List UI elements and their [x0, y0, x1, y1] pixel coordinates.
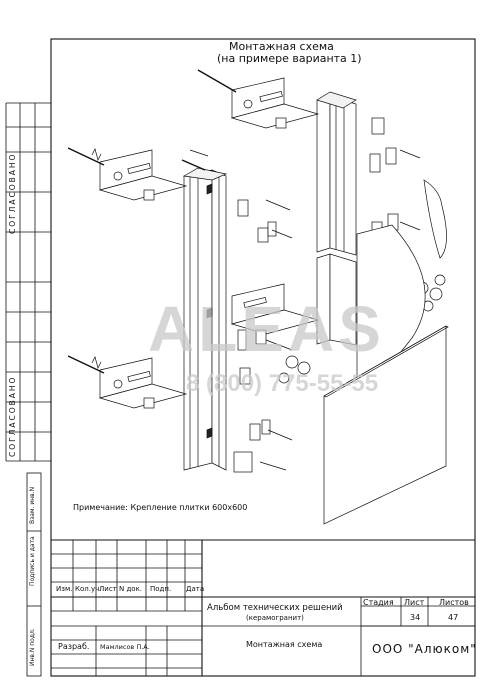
company-name: ООО "Алюком": [372, 642, 477, 656]
sheet-frame: [50, 38, 476, 677]
inv-orig-label: Инв.N подл.: [29, 628, 36, 666]
title-block-grid: [51, 539, 475, 676]
replace-inv-label: Взам. инв.N: [29, 486, 36, 524]
col-header-rev: Изм.: [56, 585, 73, 593]
bracket-middle-left: [67, 355, 188, 409]
bracket-top-right: [181, 69, 320, 171]
right-vertical-profile: [316, 91, 357, 346]
bracket-mid-right: [230, 283, 320, 351]
album-title: Альбом технических решений: [207, 603, 343, 613]
agreed-stamp-bottom: СОГЛАСОВАНО: [8, 375, 17, 457]
watermark-phone: 8 (800) 775-55-55: [186, 370, 379, 397]
developed-label: Разраб.: [58, 642, 90, 651]
col-header-doc: N док.: [119, 585, 143, 593]
col-header-date: Дата: [186, 585, 205, 593]
album-subtitle: (керамогранит): [246, 614, 304, 622]
sign-date-label: Подпись и дата: [29, 536, 36, 586]
agreed-stamp-top: СОГЛАСОВАНО: [8, 152, 17, 234]
tile-plates: [323, 179, 449, 525]
bracket-upper-left: [67, 147, 188, 201]
sheets-total: 47: [448, 613, 459, 622]
agreement-columns: [5, 102, 51, 462]
drawing-title: Монтажная схема: [229, 40, 334, 53]
left-vertical-profile: [182, 167, 228, 471]
sheet-number: 34: [410, 613, 421, 622]
developer-name: Мамлисов П.А.: [100, 643, 150, 651]
watermark-brand: ALEAS: [148, 293, 385, 365]
col-header-qty: Кол.уч.: [75, 585, 102, 593]
drawing-note: Примечание: Крепление плитки 600х600: [73, 503, 248, 512]
sheet-label: Лист: [404, 598, 425, 607]
col-header-sheet: Лист: [99, 585, 117, 593]
sheets-label: Листов: [439, 598, 469, 607]
assembly-drawing: [67, 69, 449, 525]
sheet-title: Монтажная схема: [246, 640, 323, 649]
drawing-subtitle: (на примере варианта 1): [217, 52, 362, 65]
col-header-sign: Подп.: [150, 585, 172, 593]
stage-label: Стадия: [363, 598, 394, 607]
inventory-columns: [26, 472, 42, 677]
